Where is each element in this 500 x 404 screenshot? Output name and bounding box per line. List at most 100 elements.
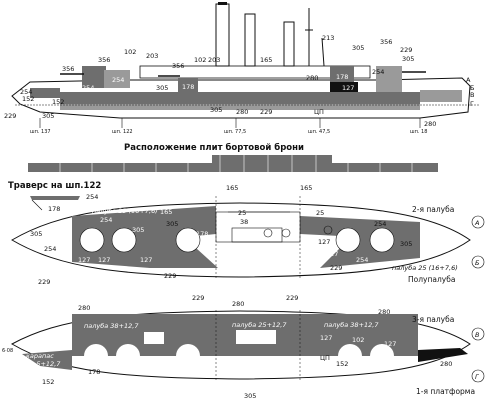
karapas-area [22,350,72,370]
hatch-3 [323,225,333,235]
label-280: 280 [306,74,318,82]
label-203: 203 [146,52,158,60]
level-b: Б [470,84,474,92]
belt-plate-upper [212,155,332,163]
belt-lower-band [60,104,420,110]
label-127: 127 [84,358,96,366]
deck2-center-box [215,211,301,243]
belt-plate-row [28,163,438,172]
deck-thickness: палуба 25 (16+7,6) [392,264,458,272]
marker-circle-b [471,255,485,269]
level-a: А [466,76,471,84]
label-356: 356 [62,65,74,73]
marker-g: Г [475,373,480,381]
traverse-title: Траверс на шп.122 [8,181,101,191]
barbette-5 [369,227,395,253]
marker-a: А [474,219,479,227]
barbette-half-3 [176,344,200,356]
label-178: 178 [182,83,194,91]
marker-b: Б [475,259,480,267]
label-127: 127 [326,250,338,258]
frame-18: шп. 18 [410,129,427,135]
label-305: 305 [400,240,412,248]
halfdeck-label: Полупалуба [408,275,455,284]
label-305: 305 [156,84,168,92]
label-305: 305 [42,112,54,120]
label-229: 229 [400,46,412,54]
label-127: 127 [78,256,90,264]
label-280: 280 [232,300,244,308]
label-305: 305 [30,230,42,238]
stern-armor [420,90,462,102]
label-165: 165 [226,184,238,192]
label-cp: ЦП [320,354,330,362]
label-152: 152 [52,98,64,106]
level-v: В [470,91,474,99]
label-127: 127 [178,358,190,366]
marker-circle-a [471,215,485,229]
label-280: 280 [440,360,452,368]
label-165: 165 [300,184,312,192]
label-280: 280 [378,308,390,316]
barbette-half-5 [370,344,394,356]
turret-1 [82,66,106,88]
belt-plate-layout: Расположение плит бортовой брони [28,142,438,172]
label-127: 127 [320,334,332,342]
deck3-opening [236,330,276,344]
barbette-half-4 [338,344,362,356]
label-229: 229 [164,272,176,280]
deck-thickness: палуба 38+12,7 [84,322,139,330]
label-102: 102 [124,48,136,56]
label-178: 178 [48,205,60,213]
label-305: 305 [210,106,222,114]
dim-25: 25 [316,209,324,217]
hatch-2 [281,228,291,238]
label-203: 203 [208,56,220,64]
label-152: 152 [22,95,34,103]
label-356: 356 [380,38,392,46]
label-254: 254 [356,256,368,264]
label-305: 305 [132,226,144,234]
marker-circle-g [471,369,485,383]
barbette-1 [79,227,105,253]
turret-casemate [178,78,198,94]
label-102: 102 [352,336,364,344]
label-38: 38 [240,218,248,226]
traverse-plate [30,196,80,200]
deck2-plan: 165 165 165 25 25 палуба 25 (16+7,6) пал… [11,184,485,302]
superstructure [139,65,371,79]
frame-137: шп. 137 [30,129,51,135]
marker-v: В [475,331,480,339]
level-g: Г [470,100,474,108]
label-152: 152 [336,360,348,368]
label-254: 254 [372,68,384,76]
label-229: 229 [286,294,298,302]
barbette-half-2 [116,344,140,356]
label-229: 229 [330,264,342,272]
label-305: 305 [166,220,178,228]
label-254: 254 [82,84,94,92]
stern-armor [418,348,468,362]
marker-circle-v [471,327,485,341]
label-280: 280 [236,108,248,116]
deck2-armor-left [72,206,218,268]
label-165: 165 [260,56,272,64]
label-305: 305 [402,55,414,63]
label-178: 178 [196,230,208,238]
rear-mast [321,37,325,67]
karapas-value: 63,5+12,7 [26,360,61,368]
label-356: 356 [98,56,110,64]
label-254: 254 [20,88,32,96]
label-254: 254 [44,245,56,253]
label-254: 254 [112,76,124,84]
label-127: 127 [342,84,354,92]
side-profile: 102 356 356 203 356 102 203 254 254 254 … [4,2,480,135]
deck3-label: 3-я палуба [412,315,454,324]
label-254: 254 [374,220,386,228]
label-152: 152 [42,378,54,386]
label-178: 178 [336,73,348,81]
frame-47-5: шп. 47,5 [308,129,330,135]
label-165: 165 [160,208,172,216]
label-254: 254 [100,216,112,224]
